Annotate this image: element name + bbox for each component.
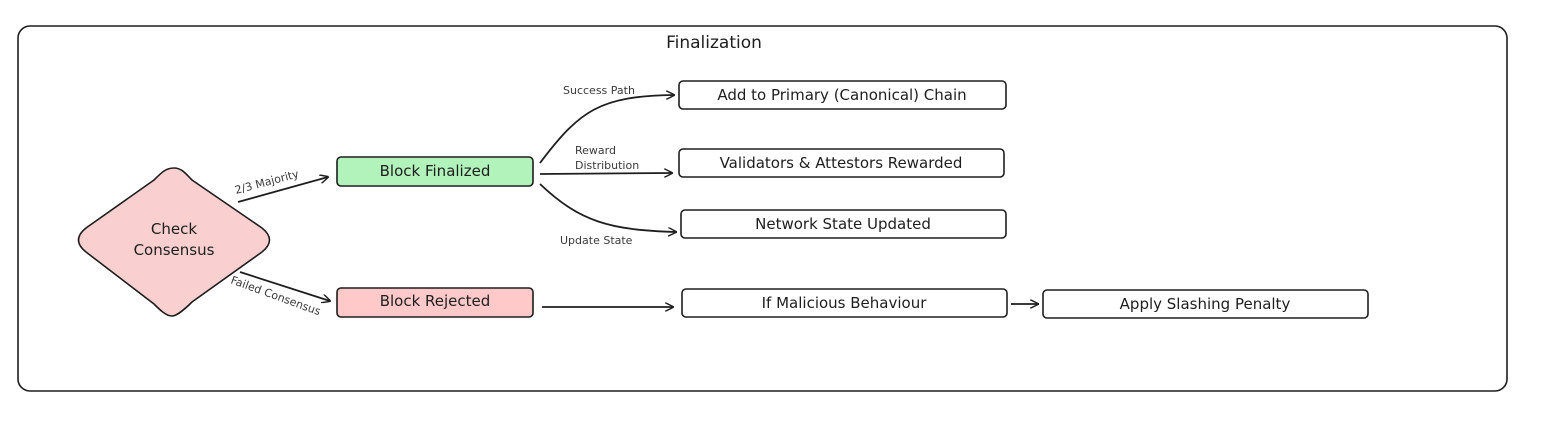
- success-path-arrow: [539, 95, 674, 164]
- check-consensus-node: Check Consensus: [77, 167, 271, 317]
- primary-chain-box: [678, 80, 1007, 110]
- check-consensus-label-line2: Consensus: [134, 241, 215, 259]
- update-state-label: Update State: [560, 234, 633, 247]
- diagram-title: Finalization: [666, 33, 762, 53]
- rewarded-box: [678, 148, 1005, 178]
- state-updated-label: Network State Updated: [755, 215, 931, 233]
- malicious-label: If Malicious Behaviour: [762, 294, 928, 312]
- slashing-label: Apply Slashing Penalty: [1120, 295, 1291, 313]
- block-rejected-label: Block Rejected: [380, 292, 491, 310]
- reward-distribution-label-line1: Reward: [575, 144, 616, 157]
- majority-arrow: [237, 177, 328, 203]
- check-consensus-label-line1: Check: [151, 220, 197, 238]
- rewarded-node: Validators & Attestors Rewarded: [678, 148, 1005, 178]
- primary-chain-node: Add to Primary (Canonical) Chain: [678, 80, 1007, 110]
- failed-arrow: [239, 271, 330, 301]
- slashing-box: [1042, 289, 1369, 319]
- block-finalized-label: Block Finalized: [380, 162, 491, 180]
- update-state-arrow: [539, 183, 676, 232]
- reward-distribution-arrow: [539, 173, 672, 174]
- rewarded-label: Validators & Attestors Rewarded: [720, 154, 963, 172]
- block-rejected-node: Block Rejected: [336, 287, 534, 318]
- block-finalized-box: [336, 156, 534, 187]
- reward-distribution-label-line2: Distribution: [575, 159, 639, 172]
- slashing-node: Apply Slashing Penalty: [1042, 289, 1369, 319]
- success-path-label: Success Path: [563, 84, 635, 97]
- primary-chain-label: Add to Primary (Canonical) Chain: [717, 86, 966, 104]
- check-consensus-diamond: [77, 167, 271, 317]
- state-updated-node: Network State Updated: [680, 209, 1007, 239]
- malicious-box: [681, 288, 1008, 318]
- block-finalized-node: Block Finalized: [336, 156, 534, 187]
- malicious-node: If Malicious Behaviour: [681, 288, 1008, 318]
- state-updated-box: [680, 209, 1007, 239]
- block-rejected-box: [336, 287, 534, 318]
